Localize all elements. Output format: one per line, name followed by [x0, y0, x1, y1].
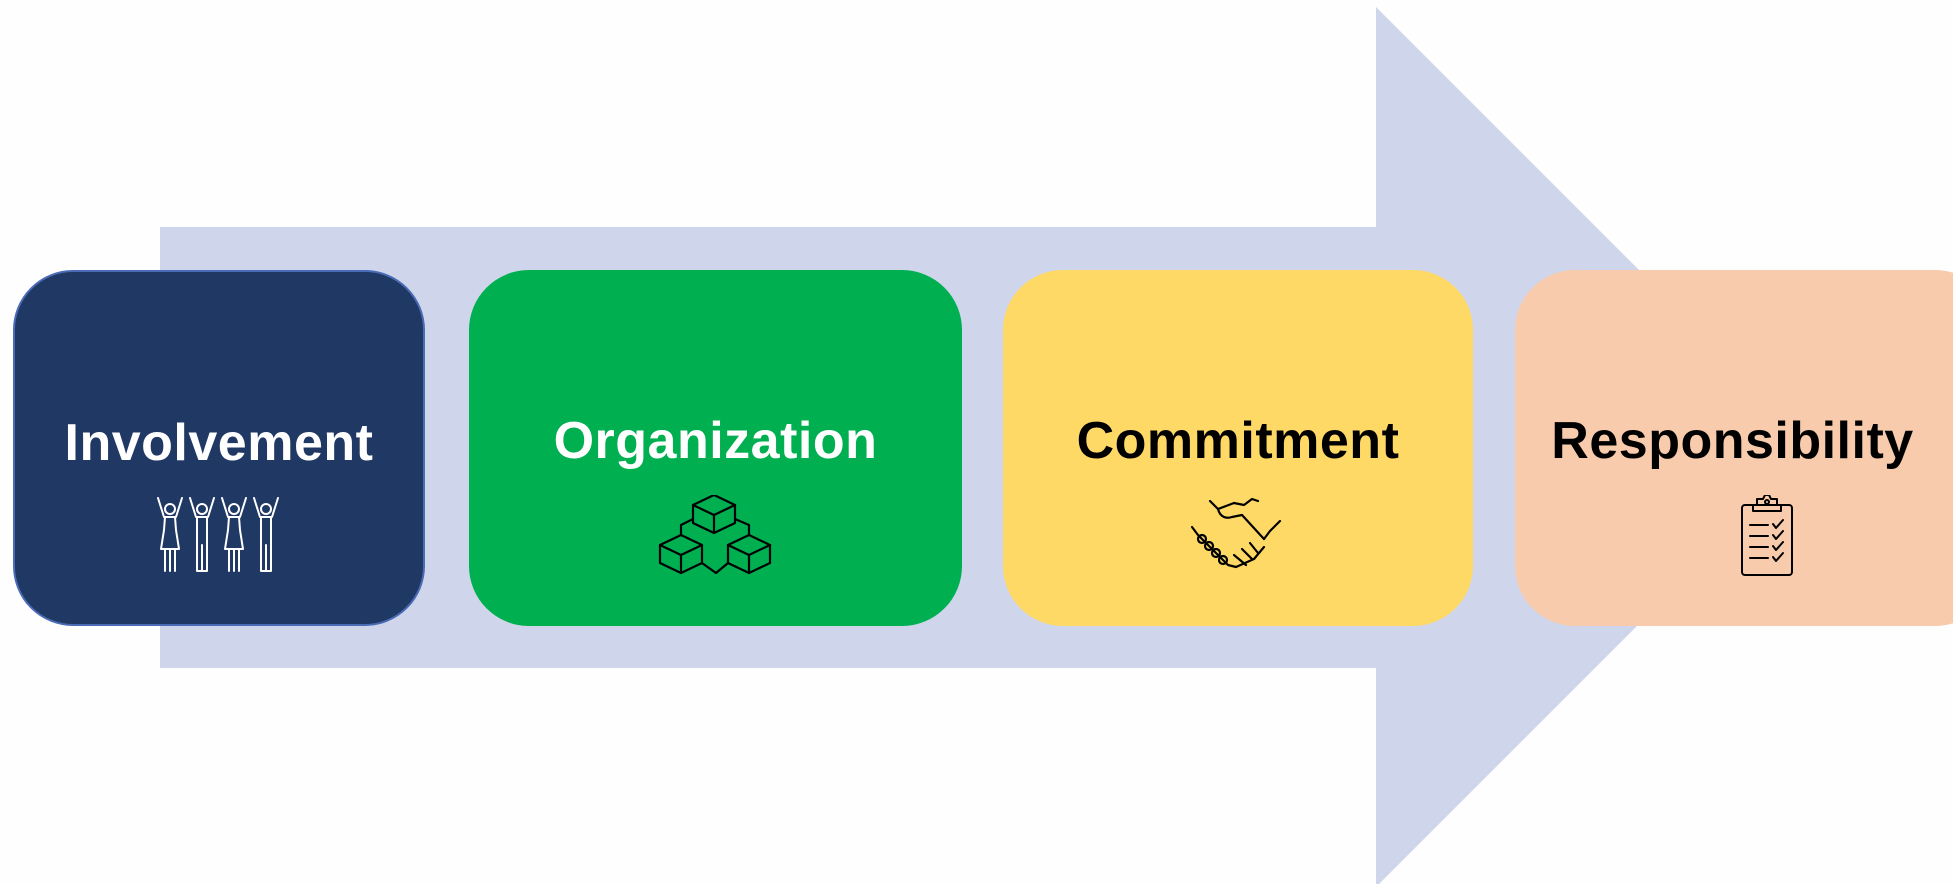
stacked-boxes-icon [658, 495, 771, 575]
step-card-involvement: Involvement [13, 270, 425, 626]
clipboard-checklist-icon [1741, 495, 1793, 576]
handshake-icon [1190, 497, 1282, 569]
step-card-responsibility: Responsibility [1515, 270, 1953, 626]
step-card-commitment: Commitment [1003, 270, 1473, 626]
people-cheering-icon [157, 497, 279, 572]
step-label-involvement: Involvement [64, 414, 374, 472]
step-label-commitment: Commitment [1076, 412, 1400, 470]
step-label-responsibility: Responsibility [1551, 412, 1914, 470]
step-card-organization: Organization [469, 270, 962, 626]
step-label-organization: Organization [553, 412, 878, 470]
